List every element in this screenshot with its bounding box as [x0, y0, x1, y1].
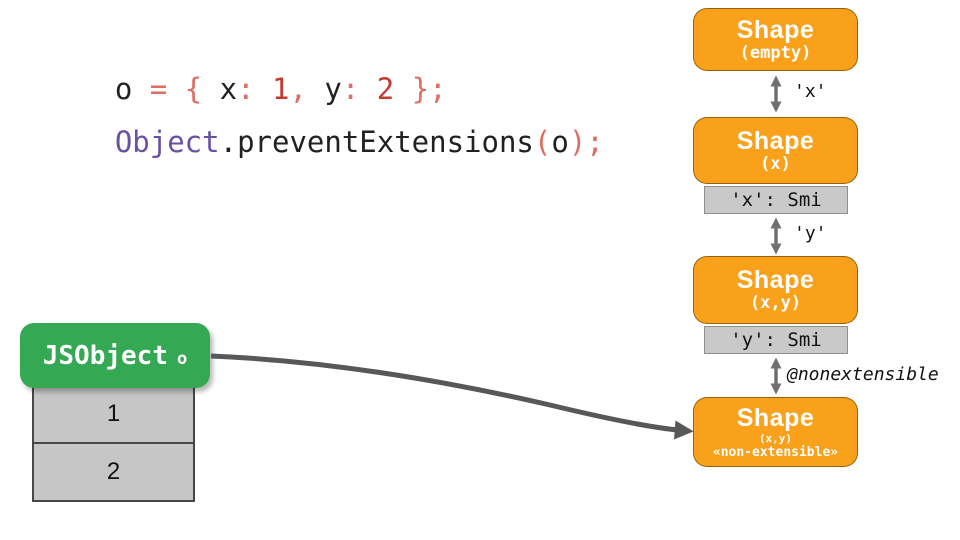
code-line-1: o = { x: 1, y: 2 };: [45, 38, 447, 140]
code-token: =: [132, 72, 185, 106]
transition-label-y: 'y': [794, 223, 827, 244]
shape-box-xy: Shape (x,y): [693, 256, 858, 324]
code-token: x: [219, 72, 238, 106]
shape-title: Shape: [736, 15, 815, 44]
code-token: (: [533, 125, 552, 159]
shape-subtitle: (x,y): [758, 431, 793, 445]
code-line-2: Object.preventExtensions(o);: [45, 91, 604, 193]
object-slot-2: 2: [32, 442, 195, 502]
code-token: :: [237, 72, 273, 106]
code-token: {: [184, 72, 220, 106]
code-token: .: [219, 125, 238, 159]
code-token: y: [324, 72, 342, 106]
shape-title: Shape: [736, 403, 815, 432]
code-token: o: [551, 125, 569, 159]
shape-box-empty: Shape (empty): [693, 8, 858, 71]
shape-box-nonextensible: Shape (x,y) «non-extensible»: [693, 397, 858, 467]
shape-box-x: Shape (x): [693, 117, 858, 184]
code-token: 1: [272, 72, 290, 106]
code-token: ): [568, 125, 587, 159]
shape-subtitle: (x,y): [749, 293, 802, 313]
shape-subtitle: (x): [760, 153, 791, 174]
jsobject-variable-name: o: [176, 348, 188, 369]
code-token: ,: [289, 72, 325, 106]
code-token: ;: [586, 125, 604, 159]
code-token: Object: [114, 125, 220, 159]
code-token: o: [114, 72, 133, 106]
transition-label-nonextensible: @nonextensible: [787, 364, 939, 385]
shape-title: Shape: [736, 126, 815, 155]
property-slot-y: 'y': Smi: [704, 326, 848, 354]
shape-title: Shape: [736, 266, 815, 294]
shape-subtitle: (empty): [739, 42, 812, 63]
object-slot-1: 1: [32, 384, 195, 444]
code-token: preventExtensions: [237, 125, 534, 159]
property-slot-x: 'x': Smi: [704, 186, 848, 214]
jsobject-title: JSObject: [42, 340, 168, 371]
code-token: };: [394, 72, 447, 106]
code-token: :: [341, 72, 377, 106]
code-token: 2: [376, 72, 395, 106]
jsobject-box: JSObject o: [20, 323, 210, 388]
transition-label-x: 'x': [794, 81, 827, 102]
jsobject-shape-pointer-arrow-icon: [210, 353, 694, 440]
shape-nonextensible-badge: «non-extensible»: [712, 444, 839, 460]
jsobject-slots: 1 2: [32, 384, 195, 502]
